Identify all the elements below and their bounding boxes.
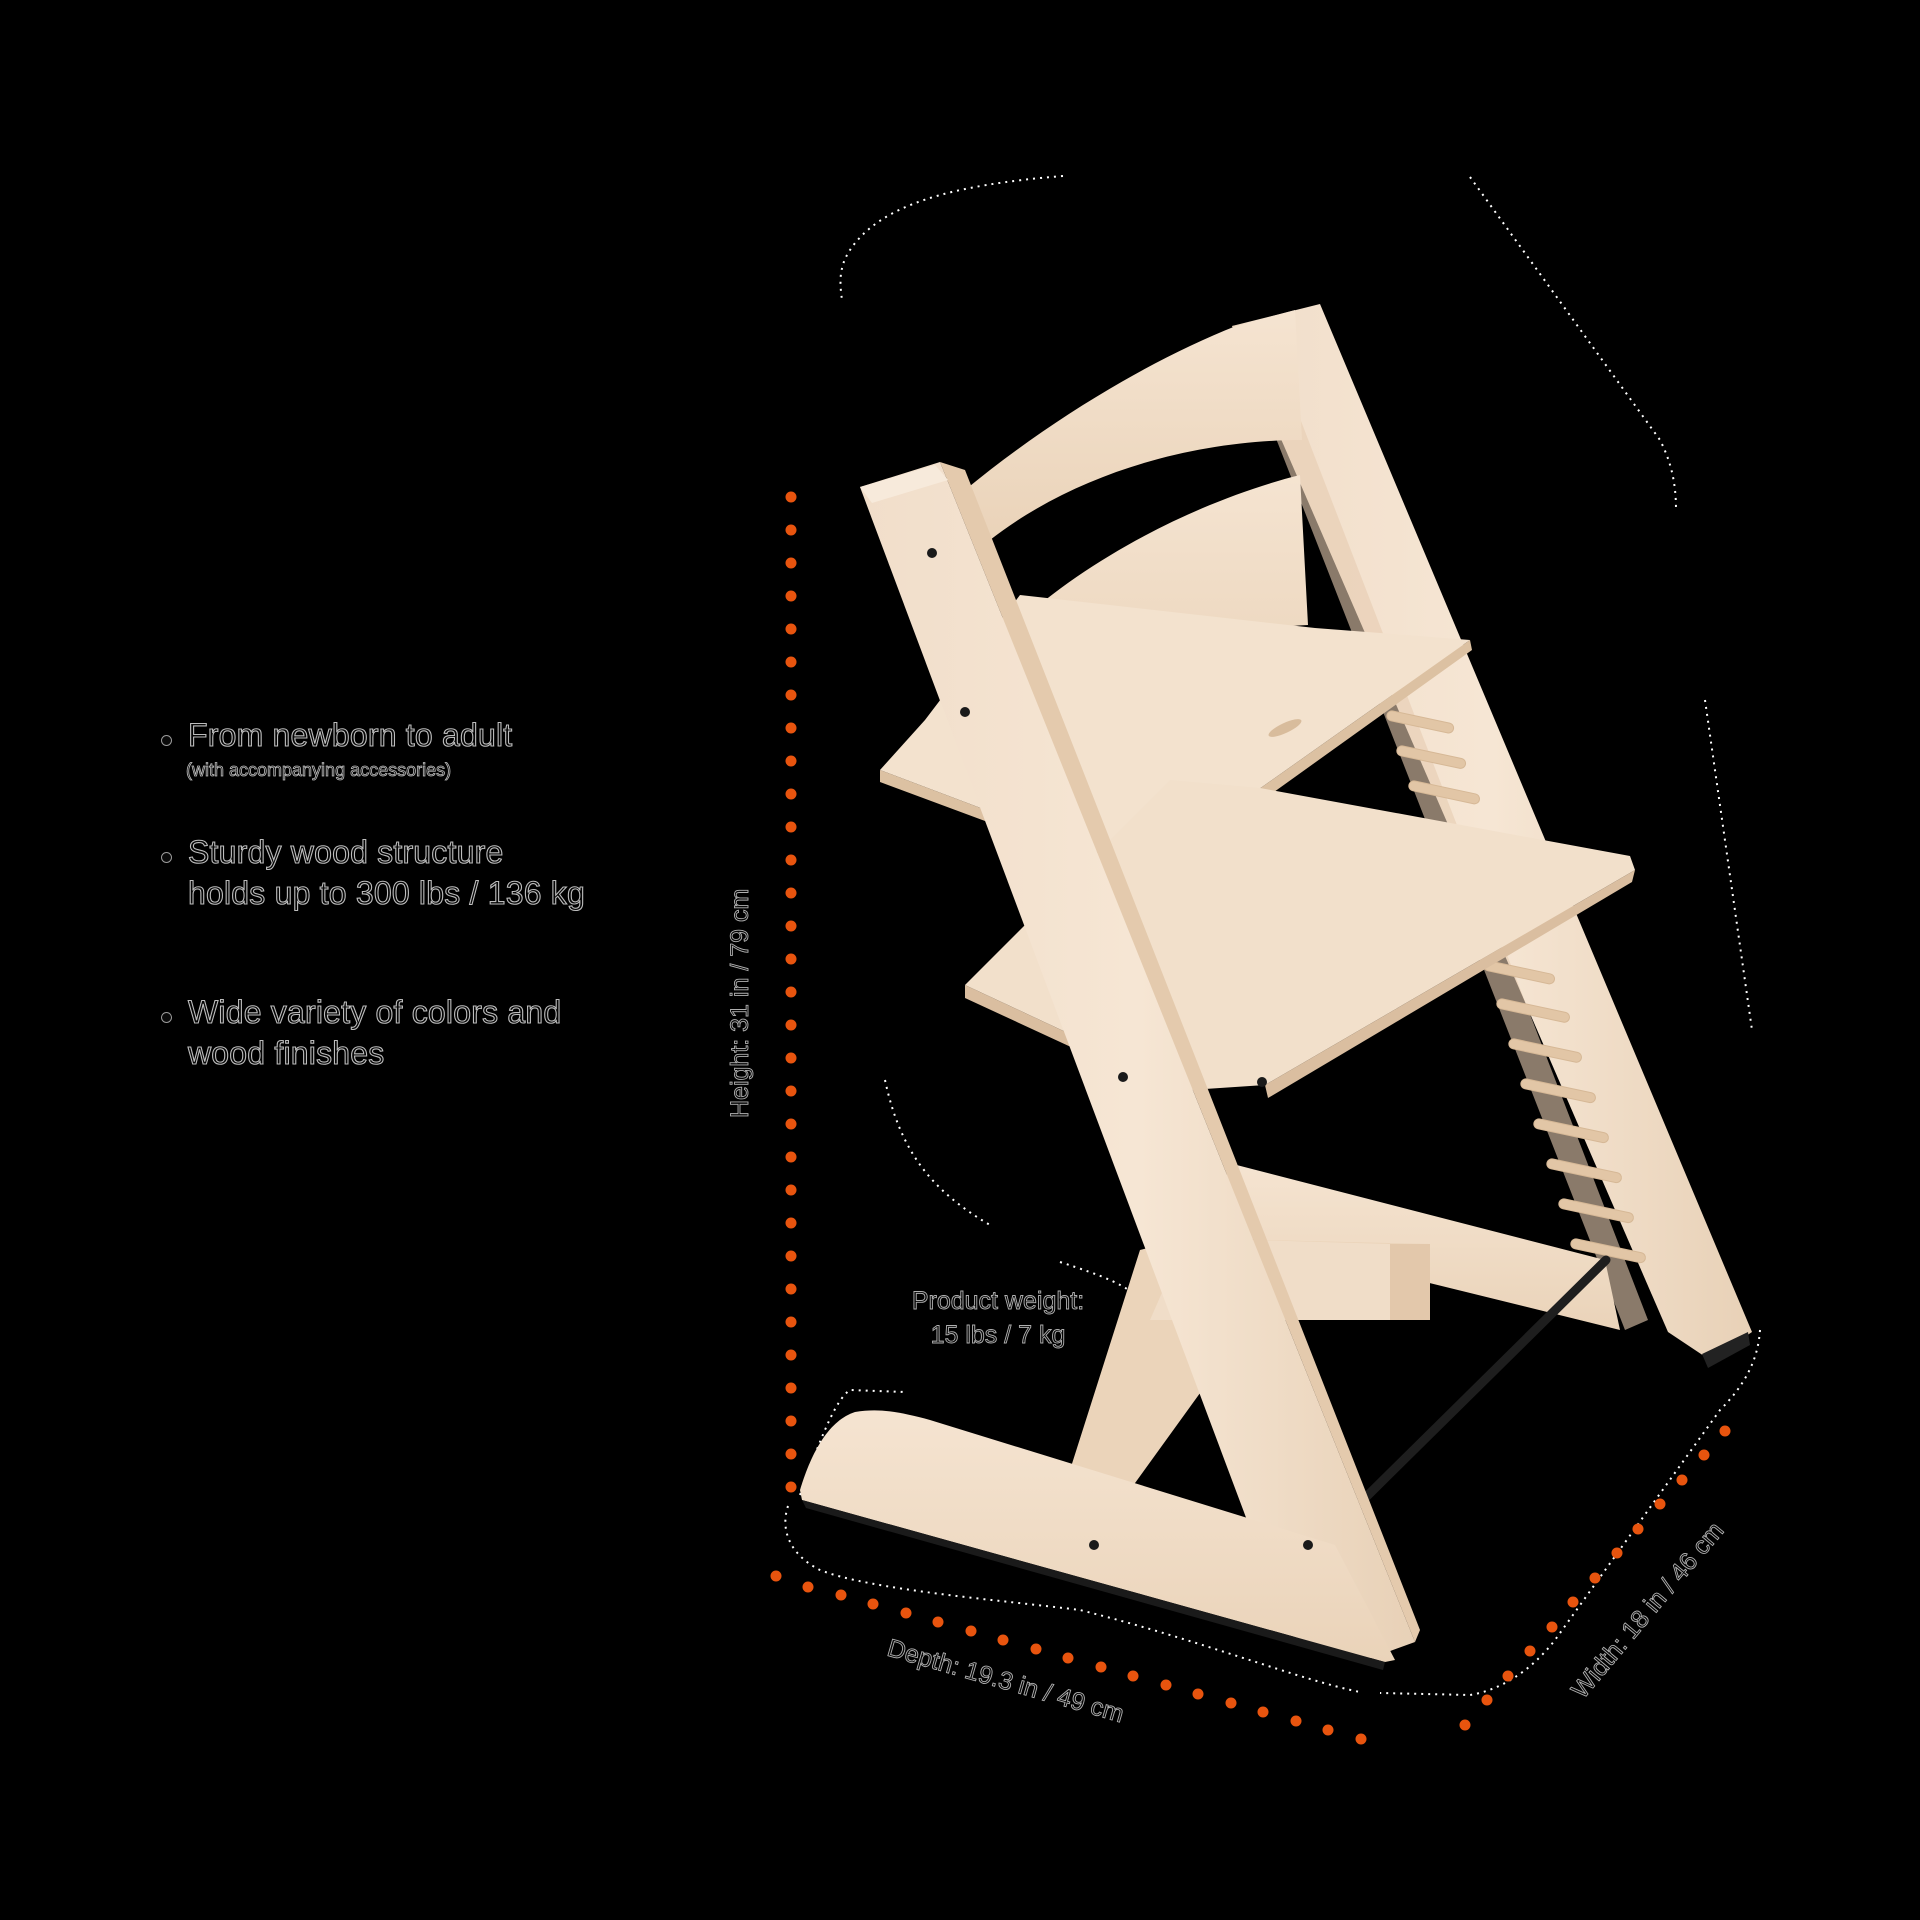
front-base — [800, 1410, 1395, 1670]
footrest-bar — [1353, 1255, 1611, 1510]
feature-title-line-1: Sturdy wood structure — [187, 833, 504, 870]
front-upright — [860, 462, 1420, 1662]
outline-trace — [784, 175, 1761, 1697]
feature-title-line-2: holds up to 300 lbs / 136 kg — [187, 874, 585, 911]
bullet-icon — [161, 735, 172, 746]
product-weight: Product weight: 15 lbs / 7 kg — [878, 1284, 1118, 1352]
backrest-upper — [965, 310, 1302, 540]
depth-dimension-dots — [770, 1570, 1367, 1745]
feature-title: From newborn to adult — [187, 716, 513, 753]
product-weight-label: Product weight: — [911, 1287, 1085, 1316]
height-label: Height: 31 in / 79 cm — [726, 888, 755, 1118]
bullet-icon — [161, 1012, 172, 1023]
feature-note: (with accompanying accessories) — [186, 760, 452, 781]
bullet-icon — [161, 852, 172, 863]
height-dimension-dots — [785, 491, 797, 1493]
screws — [927, 548, 1313, 1550]
feature-title-line-1: Wide variety of colors and — [187, 993, 562, 1030]
feature-title-line-2: wood finishes — [187, 1034, 385, 1071]
width-dimension-dots — [1459, 1425, 1731, 1731]
product-weight-value: 15 lbs / 7 kg — [930, 1321, 1066, 1350]
